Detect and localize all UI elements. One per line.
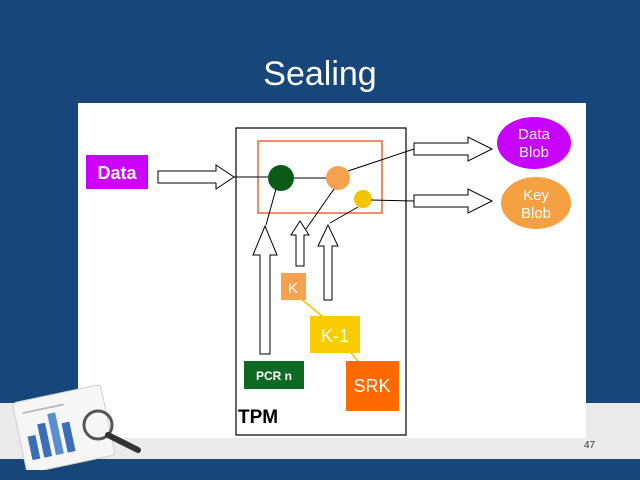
pcr-link-line	[265, 188, 277, 226]
k1-label: K-1	[321, 326, 349, 346]
k1-link-line	[329, 206, 359, 224]
pcr-label: PCR n	[256, 369, 292, 383]
srk-box	[346, 361, 399, 411]
sealing-diagram: Data Data Blob Key Blob	[86, 117, 571, 436]
pcr-box	[244, 361, 304, 389]
slide-title: Sealing	[263, 55, 377, 93]
data-blob-label-line1: Data	[518, 126, 550, 143]
data-blob-ellipse	[497, 117, 571, 169]
data-blob-label-line2: Blob	[519, 144, 549, 161]
to-data-blob-line	[347, 148, 415, 172]
k-up-arrow	[290, 220, 310, 267]
k-label: K	[288, 280, 298, 297]
green-node	[268, 165, 294, 191]
diagram-panel: Data Data Blob Key Blob	[78, 103, 586, 438]
tpm-box	[235, 127, 407, 436]
k-box	[281, 273, 306, 300]
to-key-blob-line	[370, 199, 415, 202]
chart-magnifier-icon	[12, 384, 141, 470]
key-blob-ellipse	[501, 177, 571, 229]
pcr-up-arrow	[252, 224, 278, 355]
key-blob-arrow	[413, 188, 494, 214]
data-box	[86, 155, 148, 189]
orange-node	[326, 166, 350, 190]
srk-label: SRK	[353, 376, 390, 396]
tpm-label: TPM	[238, 407, 278, 428]
key-blob-label-line1: Key	[523, 187, 549, 204]
k-link-line	[305, 188, 335, 230]
key-blob-label-line2: Blob	[521, 205, 551, 222]
k1-up-arrow	[317, 223, 339, 301]
data-label: Data	[97, 163, 137, 183]
data-blob-arrow	[413, 136, 494, 162]
k1-box	[310, 316, 360, 353]
yellow-node	[354, 190, 372, 208]
bottom-bar	[0, 459, 640, 480]
page-number: 47	[584, 440, 596, 451]
data-input-arrow	[157, 164, 235, 190]
